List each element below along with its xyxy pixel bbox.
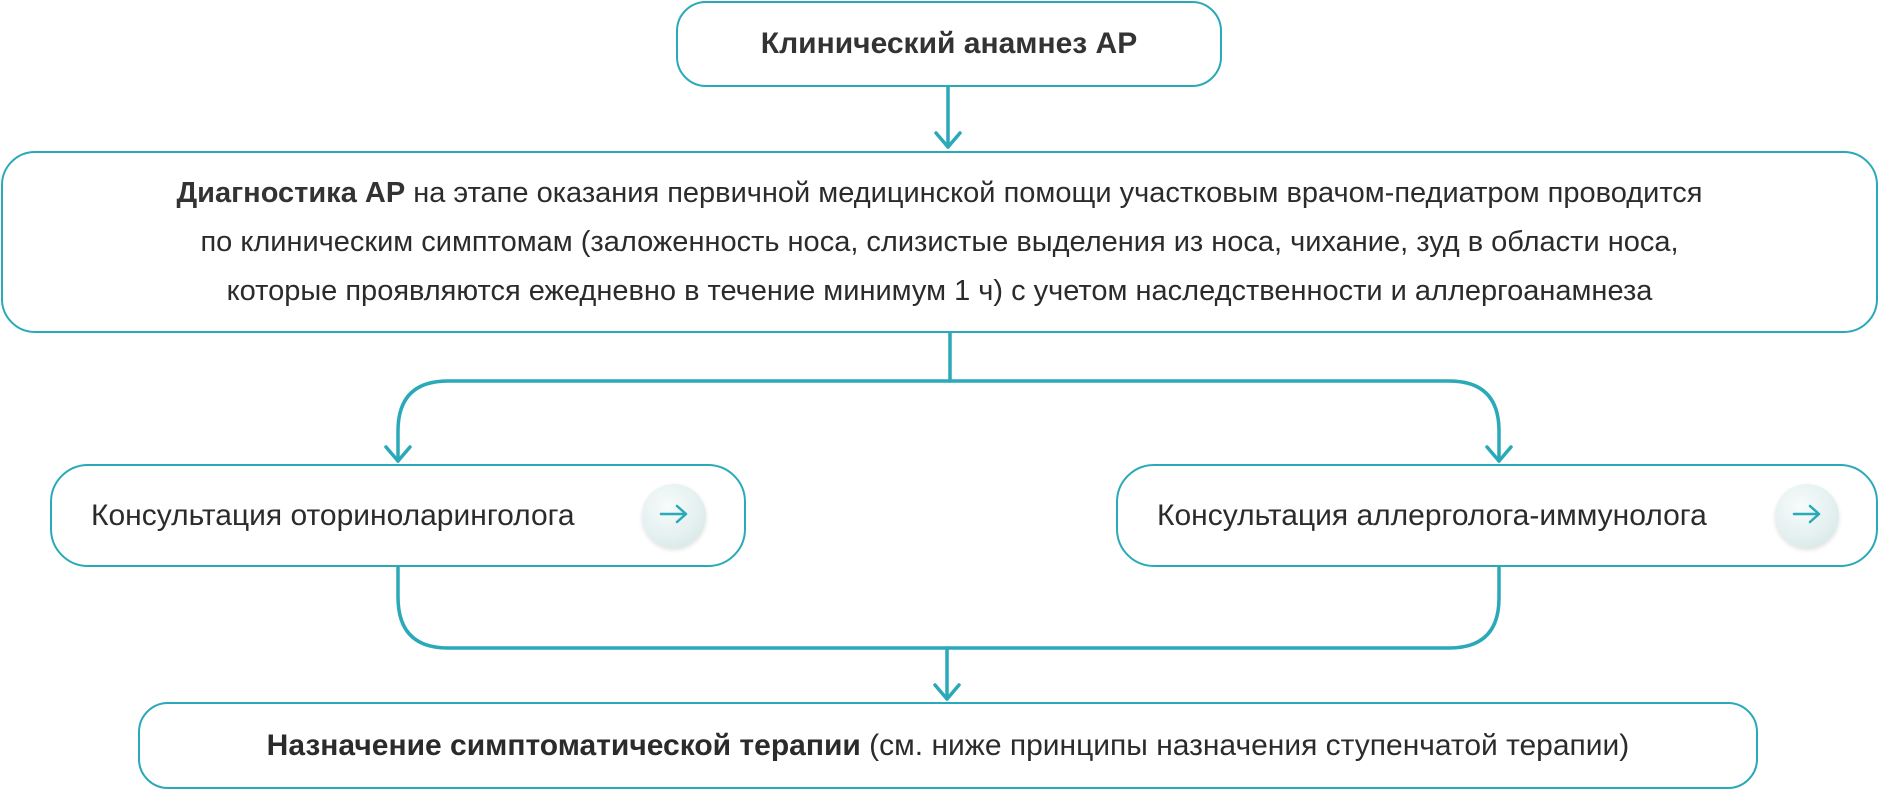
connector-split-left [396,379,952,463]
connector-split-right [948,379,1501,463]
ent-consultation-node[interactable]: Консультация оториноларинголога [50,464,746,567]
therapy-rest: (см. ниже принципы назначения ступенчато… [860,728,1630,762]
allergist-consultation-label: Консультация аллерголога-иммунолога [1157,498,1707,532]
allergist-consultation-node[interactable]: Консультация аллерголога-иммунолога [1116,464,1878,567]
diagnosis-bold: Диагностика АР [176,176,406,209]
allergist-arrow-button[interactable] [1775,484,1839,548]
therapy-bold: Назначение симптоматической терапии [266,728,861,762]
arrowhead-ent [384,445,412,463]
arrow-right-icon [659,503,689,530]
clinical-history-label: Клинический анамнез АР [760,27,1138,60]
diagnosis-node: Диагностика АР на этапе оказания первичн… [1,151,1878,333]
diagnosis-line-1: Диагностика АР на этапе оказания первичн… [176,169,1702,218]
diagnosis-line-2: по клиническим симптомам (заложенность н… [200,225,1679,258]
arrow-right-icon [1792,503,1822,530]
ent-consultation-label: Консультация оториноларинголога [91,498,575,532]
arrowhead-allergist [1485,445,1513,463]
arrowhead-diagnosis [934,131,962,149]
clinical-history-node: Клинический анамнез АР [676,1,1222,87]
ent-arrow-button[interactable] [642,484,706,548]
arrowhead-therapy [933,683,961,701]
therapy-node: Назначение симптоматической терапии (см.… [138,702,1758,789]
diagnosis-line-3: которые проявляются ежедневно в течение … [226,274,1653,307]
diagnosis-text: Диагностика АР на этапе оказания первичн… [176,169,1702,316]
diagnosis-line1-text: на этапе оказания первичной медицинской … [405,176,1703,209]
therapy-text: Назначение симптоматической терапии (см.… [267,729,1630,763]
connector-merge [396,565,1501,650]
